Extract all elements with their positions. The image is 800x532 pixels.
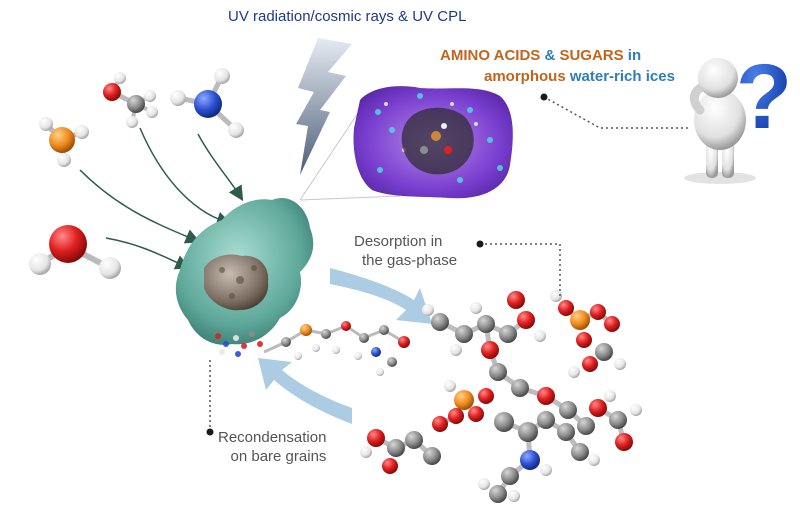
title-line-1: AMINO ACIDS & SUGARS in [440,47,641,64]
water-molecule-icon [29,225,121,279]
ice-mantle-closeup-icon [299,86,513,201]
sugars-label: SUGARS [559,47,624,64]
leader-lines [209,96,690,432]
dust-grain-molecules [215,331,263,357]
leader-dot-recondensation [206,428,214,436]
phosphine-molecule-icon [39,117,89,167]
title-in: in [623,47,642,64]
recondensation-label: Recondensation on bare grains [218,428,326,466]
recondensation-arrow [258,358,352,424]
desorption-line-2: the gas-phase [362,252,458,269]
desorption-arrow [330,268,432,324]
accretion-arrows [79,127,244,270]
lightning-icon [296,38,352,175]
gas-phase-molecules [360,290,642,503]
amino-acids-label: AMINO ACIDS [440,47,541,64]
ammonia-molecule-icon [170,68,244,138]
methanol-molecule-icon [103,72,158,128]
title-line-2: amorphous water-rich ices [484,68,675,85]
question-mark-glyph: ? [736,46,792,148]
recondensation-line-1: Recondensation [218,429,327,446]
desorption-line-1: Desorption in [354,233,443,250]
dust-grain-icon [175,198,314,345]
desorption-label: Desorption in the gas-phase [354,232,457,270]
recondensation-line-2: on bare grains [230,448,327,465]
leader-dot-desorption [476,240,484,248]
molecule-chain-atoms [281,321,410,376]
amorphous-label: amorphous [484,68,566,85]
uv-radiation-label: UV radiation/cosmic rays & UV CPL [228,8,467,25]
title-amp: & [540,47,560,64]
water-rich-ices-label: water-rich ices [565,68,675,85]
question-figure-icon: ? [684,46,792,184]
leader-dot-title [540,93,548,101]
